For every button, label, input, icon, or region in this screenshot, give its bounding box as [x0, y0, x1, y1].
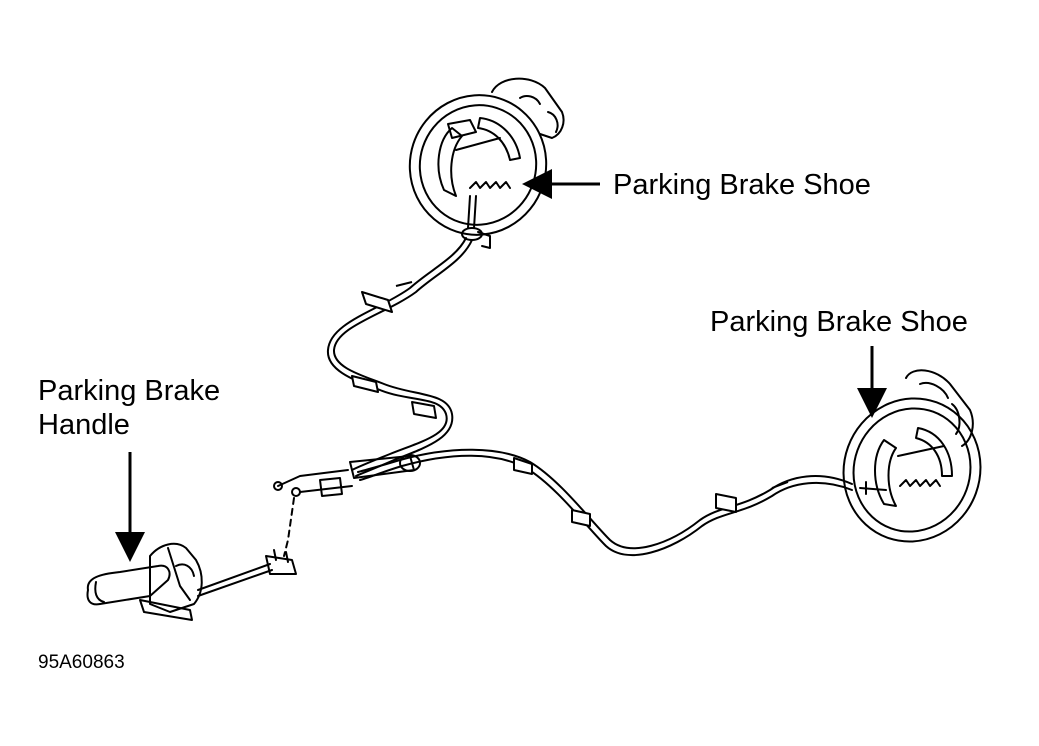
- cable-clips: [351, 281, 789, 527]
- label-parking-brake-handle: Parking Brake Handle: [38, 374, 220, 442]
- figure-code: 95A60863: [38, 652, 125, 673]
- parking-brake-handle-assembly: [86, 542, 297, 621]
- label-parking-brake-shoe-top: Parking Brake Shoe: [613, 169, 871, 201]
- label-handle-line2: Handle: [38, 409, 130, 441]
- label-handle-line1: Parking Brake: [38, 375, 221, 407]
- label-parking-brake-shoe-right: Parking Brake Shoe: [710, 306, 968, 338]
- brake-cables: [273, 237, 853, 557]
- callout-arrows: [115, 169, 887, 562]
- right-brake-assembly: [842, 369, 982, 543]
- top-brake-assembly: [408, 77, 565, 249]
